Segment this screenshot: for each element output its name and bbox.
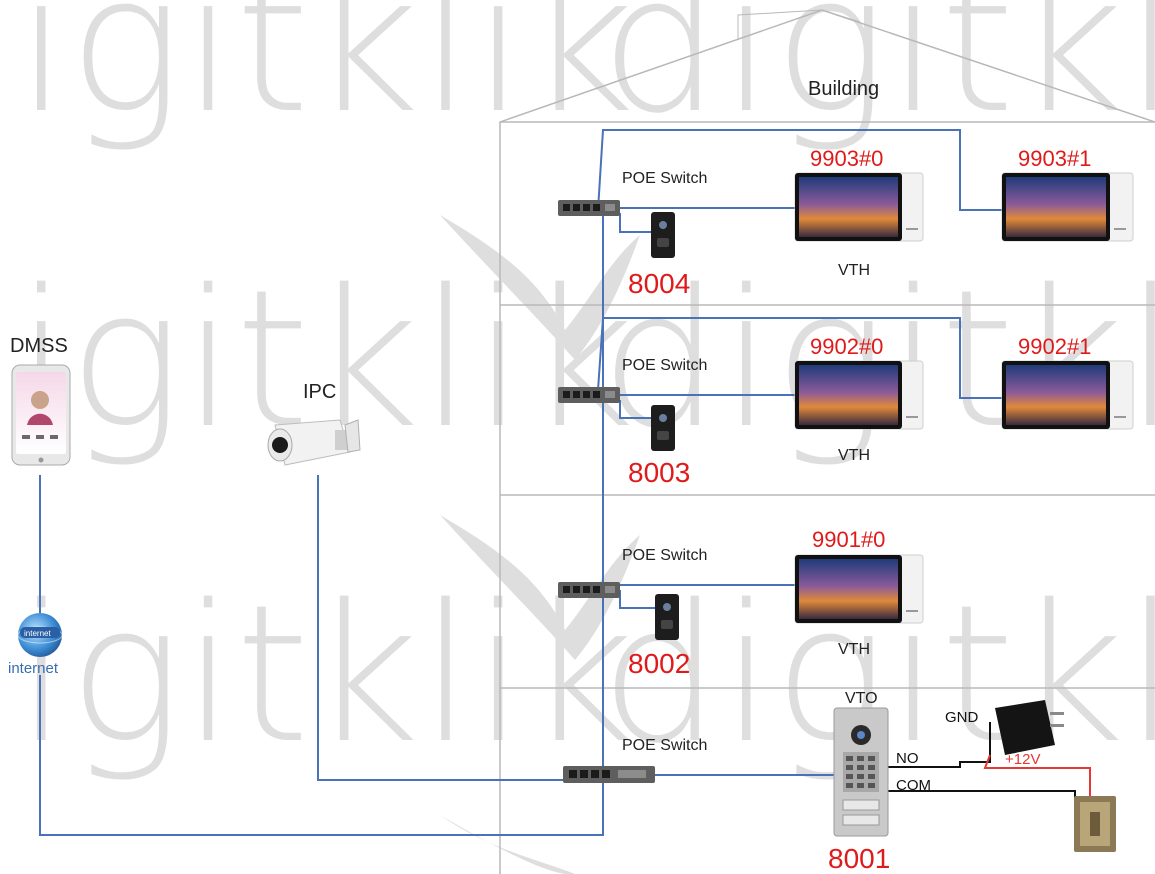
watermark-text: digitklik: [600, 249, 1155, 470]
network-cables: [39, 129, 1003, 836]
no-terminal-label: NO: [896, 750, 919, 767]
internet-globe-icon: internet: [17, 613, 63, 657]
gnd-label: GND: [945, 709, 979, 726]
poe-switch: [563, 766, 655, 783]
vth-label: VTH: [838, 641, 870, 658]
vto-id: 8002: [628, 648, 690, 679]
vth-label: VTH: [838, 447, 870, 464]
plus12v-label: +12V: [1005, 751, 1040, 768]
vto-label: VTO: [845, 690, 878, 707]
globe-text: internet: [24, 629, 51, 638]
internet-label: internet: [8, 660, 59, 677]
vto-id: 8004: [628, 268, 690, 299]
monitor-icon: [1001, 172, 1134, 242]
vto-id: 8001: [828, 843, 890, 874]
door-lock-icon: [1074, 796, 1116, 852]
com-terminal-label: COM: [896, 777, 931, 794]
door-station-icon: [655, 594, 679, 640]
vth-label: VTH: [838, 262, 870, 279]
vto-id: 8003: [628, 457, 690, 488]
poe-switch-label: POE Switch: [622, 170, 707, 187]
ipc-label: IPC: [303, 381, 336, 403]
door-station-icon: [651, 405, 675, 451]
monitor-icon: [1001, 360, 1134, 430]
monitor-id: 9903#0: [810, 146, 883, 171]
ip-camera-icon: [267, 419, 361, 466]
phone-icon: [11, 364, 71, 466]
poe-switch: [558, 387, 620, 403]
ground-floor: POE Switch VTO 8001 NO COM GND +12V: [563, 690, 1116, 874]
poe-switch: [558, 582, 620, 598]
floor-2: POE Switch 8003 9902#0 9902#1 VTH: [558, 334, 1134, 488]
monitor-id: 9903#1: [1018, 146, 1091, 171]
floor-1: POE Switch 8002 9901#0 VTH: [558, 527, 924, 679]
monitor-id: 9901#0: [812, 527, 885, 552]
vto-panel-icon: [833, 707, 889, 837]
watermark-swoosh: [440, 515, 640, 660]
monitor-icon: [794, 554, 924, 624]
power-adapter-icon: [995, 700, 1064, 755]
door-station-icon: [651, 212, 675, 258]
monitor-icon: [794, 172, 924, 242]
poe-switch: [558, 200, 620, 216]
monitor-id: 9902#0: [810, 334, 883, 359]
building-title: Building: [808, 78, 879, 100]
watermark-swoosh: [440, 815, 575, 874]
monitor-id: 9902#1: [1018, 334, 1091, 359]
poe-switch-label: POE Switch: [622, 737, 707, 754]
dmss-label: DMSS: [10, 335, 68, 357]
building-outline: [499, 9, 1155, 874]
poe-switch-label: POE Switch: [622, 547, 707, 564]
watermark-swoosh: [440, 215, 640, 360]
poe-switch-label: POE Switch: [622, 357, 707, 374]
monitor-icon: [794, 360, 924, 430]
watermark-text: digitklik: [0, 0, 635, 155]
floor-3: POE Switch 8004 9903#0 9903#1 VTH: [558, 146, 1134, 299]
